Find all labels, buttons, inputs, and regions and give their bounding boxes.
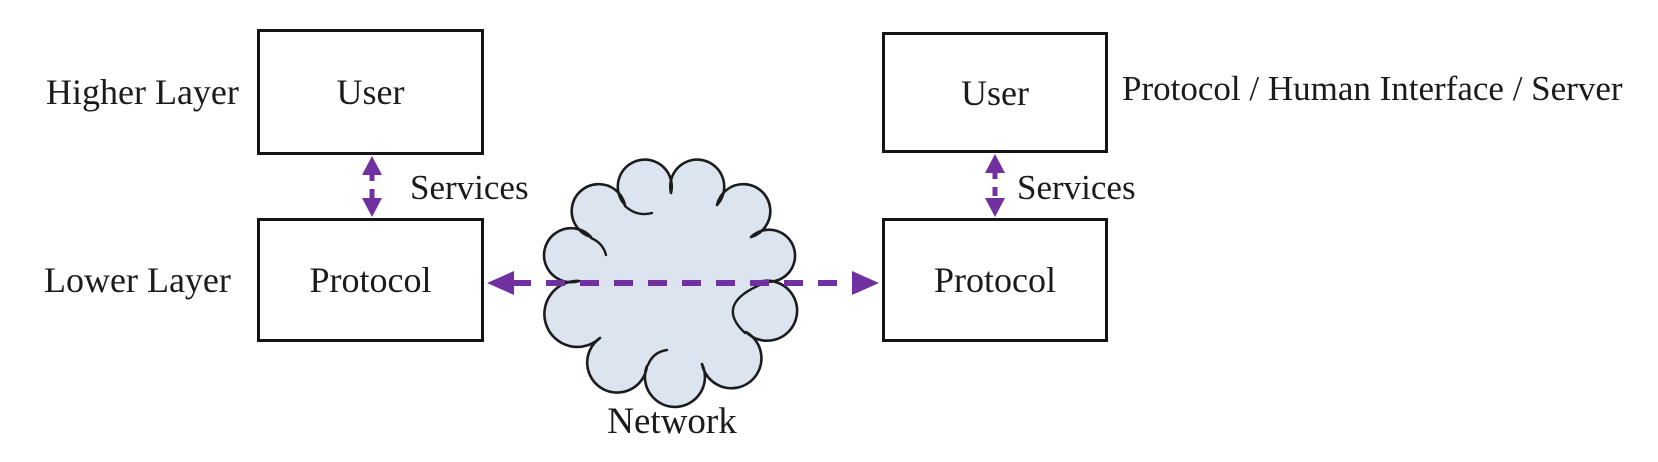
protocol-box-left: Protocol	[257, 218, 484, 342]
user-box-left: User	[257, 29, 484, 155]
protocol-box-right-label: Protocol	[934, 260, 1056, 300]
protocol-box-right: Protocol	[882, 218, 1108, 342]
services-arrow-right	[985, 154, 1005, 217]
network-label: Network	[607, 401, 737, 442]
user-box-left-label: User	[336, 72, 405, 112]
user-box-right-label: User	[961, 72, 1029, 113]
right-annotation-label: Protocol / Human Interface / Server	[1122, 69, 1623, 108]
services-label-left: Services	[410, 168, 529, 207]
user-box-right: User	[882, 32, 1108, 153]
network-cloud-icon	[542, 158, 799, 409]
protocol-box-left-label: Protocol	[309, 260, 432, 300]
protocol-peer-arrow	[487, 271, 879, 295]
services-label-right: Services	[1017, 168, 1136, 207]
higher-layer-label: Higher Layer	[46, 72, 239, 112]
lower-layer-label: Lower Layer	[44, 260, 231, 300]
services-arrow-left	[362, 156, 382, 217]
